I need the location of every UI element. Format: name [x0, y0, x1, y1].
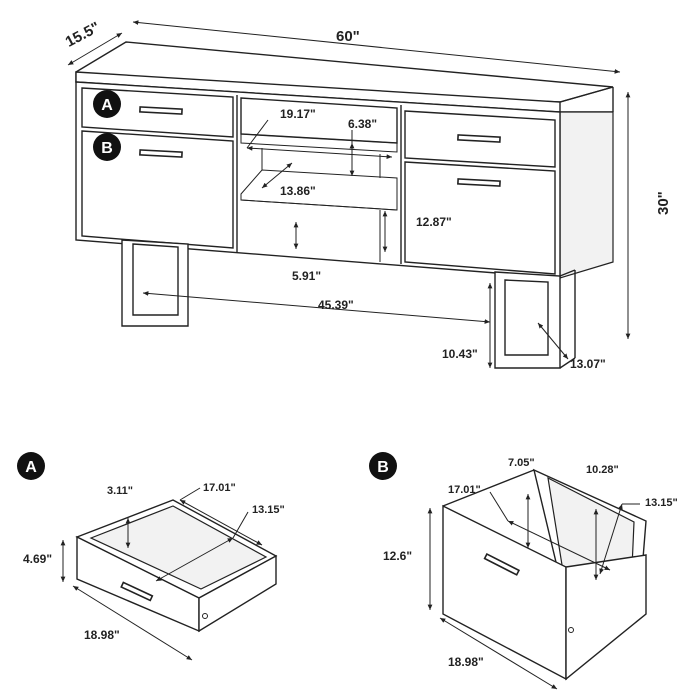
drawer-b-handle [139, 149, 183, 158]
bottom-clearance-label: 5.91" [292, 269, 321, 283]
width-label: 60" [336, 28, 360, 45]
shelf-opening-label: 6.38" [348, 117, 377, 131]
drawer-a-inner-depth-label: 13.15" [252, 504, 285, 516]
svg-text:B: B [101, 140, 113, 157]
drawer-b-width-label: 18.98" [448, 655, 484, 669]
drawer-b-inner-depth-label: 13.15" [645, 497, 678, 509]
drawer-a-width-label: 18.98" [84, 628, 120, 642]
main-dimensions: 15.5" 60" 30" 19.17" 6.38" 13.86" 12.87"… [63, 19, 672, 371]
svg-text:A: A [101, 97, 113, 114]
shelf-width-label: 19.17" [280, 107, 316, 121]
drawer-b-front [81, 130, 234, 249]
depth-label: 15.5" [63, 19, 103, 51]
lower-opening-label: 12.87" [416, 215, 452, 229]
credenza-main-view: A B [75, 41, 614, 369]
credenza-side-panel [559, 111, 614, 279]
drawer-a-inner-width-label: 17.01" [203, 482, 236, 494]
right-top-drawer-handle [457, 134, 501, 143]
height-label: 30" [655, 191, 672, 215]
drawer-b-inner-width-label: 17.01" [448, 484, 481, 496]
svg-text:A: A [25, 459, 37, 476]
drawer-a-inner-height-label: 3.11" [107, 485, 133, 497]
drawer-b-inner-mid-label: 10.28" [586, 464, 619, 476]
right-drawer-bottom-front [404, 161, 556, 275]
shelf [240, 169, 398, 211]
left-leg [121, 239, 189, 327]
leg-depth-label: 13.07" [570, 357, 606, 371]
svg-text:B: B [377, 459, 389, 476]
drawer-a-badge: A [17, 452, 45, 480]
drawer-b-height-label: 12.6" [383, 549, 412, 563]
leg-height-label: 10.43" [442, 347, 478, 361]
drawer-a-handle [139, 106, 183, 115]
drawer-a-detail: A 4.69" 18.98" 3.11" 17.01" 13.15" [17, 452, 285, 661]
drawer-b-inner-height-label: 7.05" [508, 457, 535, 469]
drawer-a-height-label: 4.69" [23, 552, 52, 566]
drawer-b-badge: B [369, 452, 397, 480]
right-bottom-drawer-handle [457, 178, 501, 187]
leg-span-label: 45.39" [318, 298, 354, 312]
badge-a: A [93, 90, 121, 118]
badge-b: B [93, 133, 121, 161]
shelf-depth-label: 13.86" [280, 184, 316, 198]
drawer-b-detail: B 12.6" 18.98" 17.01" 7.05" 10.28" 13.15… [369, 452, 678, 690]
